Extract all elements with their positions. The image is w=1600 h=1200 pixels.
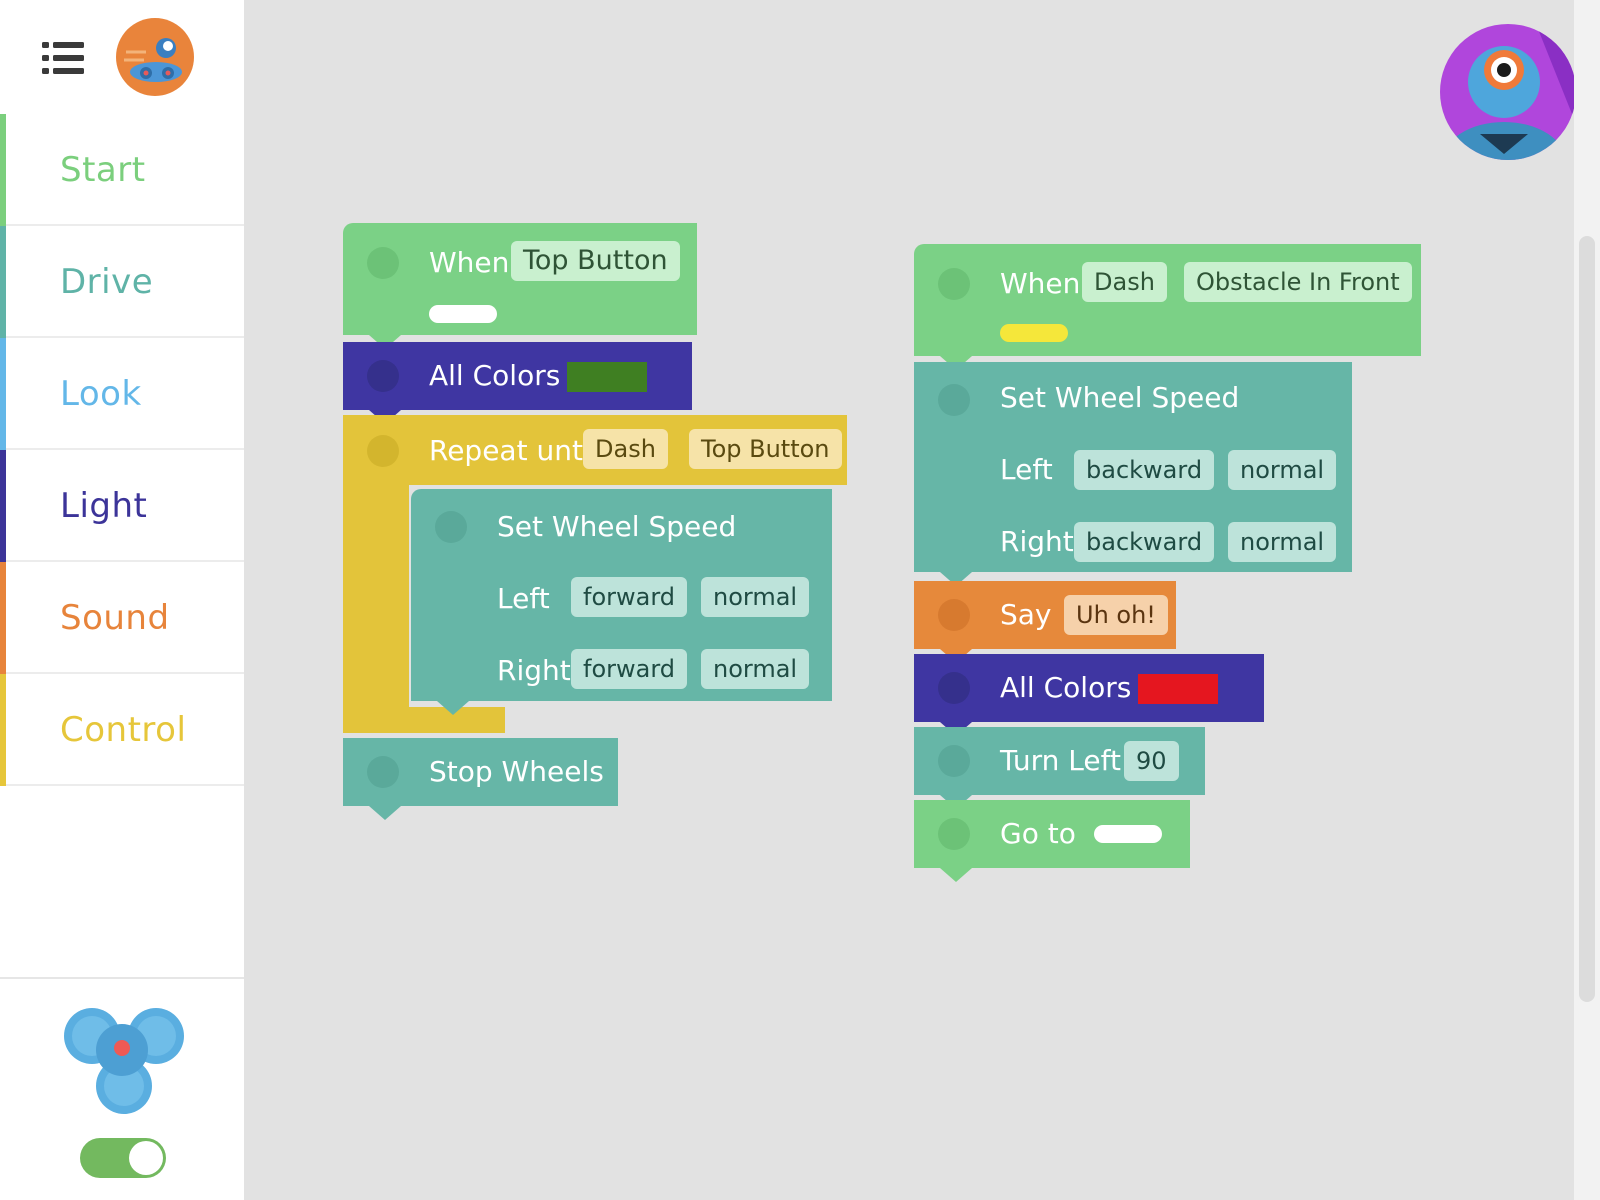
program-canvas[interactable]: When Top Button All Colors Repeat until … (244, 0, 1574, 1200)
robot-top-view-icon[interactable] (62, 1002, 186, 1116)
when-block[interactable]: When Top Button (343, 223, 697, 349)
right-direction-pill[interactable]: forward (571, 649, 688, 689)
block-handle (938, 599, 970, 631)
connection-toggle[interactable] (80, 1138, 166, 1178)
category-color-bar (0, 674, 6, 786)
right-speed-pill[interactable]: normal (1228, 522, 1337, 562)
block-connector (369, 806, 401, 820)
right-speed-pill[interactable]: normal (701, 649, 810, 689)
color-swatch[interactable] (567, 362, 647, 392)
all-colors-block[interactable]: All Colors (914, 654, 1264, 736)
condition-pill[interactable]: Top Button (689, 429, 842, 469)
block-label: When (429, 246, 510, 279)
block-label: All Colors (429, 359, 561, 392)
category-sound[interactable]: Sound (0, 562, 244, 674)
target-indicator[interactable] (1094, 825, 1162, 843)
block-label: Set Wheel Speed (497, 510, 737, 543)
subject-pill[interactable]: Dash (583, 429, 668, 469)
block-handle (938, 268, 970, 300)
category-label: Drive (60, 262, 154, 302)
category-label: Sound (60, 598, 170, 638)
all-colors-block[interactable]: All Colors (343, 342, 692, 424)
block-label: Turn Left (1000, 744, 1121, 777)
sidebar-divider (0, 977, 244, 979)
stop-wheels-block[interactable]: Stop Wheels (343, 738, 618, 820)
block-handle (938, 818, 970, 850)
left-speed-pill[interactable]: normal (701, 577, 810, 617)
block-label: When (1000, 267, 1081, 300)
right-label: Right (497, 654, 571, 687)
left-speed-pill[interactable]: normal (1228, 450, 1337, 490)
block-label: All Colors (1000, 671, 1132, 704)
trigger-pill[interactable]: Obstacle In Front (1184, 262, 1412, 302)
color-indicator (1000, 324, 1068, 342)
phrase-pill[interactable]: Uh oh! (1064, 595, 1168, 635)
category-label: Start (60, 150, 146, 190)
color-indicator (429, 305, 497, 323)
block-handle (938, 745, 970, 777)
color-swatch[interactable] (1138, 674, 1218, 704)
left-label: Left (1000, 453, 1053, 486)
dash-robot-avatar-icon[interactable] (1440, 24, 1576, 160)
block-handle (435, 511, 467, 543)
category-label: Look (60, 374, 142, 414)
block-connector (437, 701, 469, 715)
left-direction-pill[interactable]: backward (1074, 450, 1215, 490)
block-label: Go to (1000, 817, 1076, 850)
category-control[interactable]: Control (0, 674, 244, 786)
right-direction-pill[interactable]: backward (1074, 522, 1215, 562)
repeat-left-arm (343, 485, 409, 707)
when-block[interactable]: When Dash Obstacle In Front (914, 244, 1421, 370)
block-handle (938, 384, 970, 416)
category-label: Light (60, 486, 148, 526)
category-color-bar (0, 114, 6, 226)
category-label: Control (60, 710, 187, 750)
toggle-knob (129, 1141, 163, 1175)
block-connector (940, 868, 972, 882)
left-label: Left (497, 582, 550, 615)
block-label: Say (1000, 598, 1052, 631)
block-handle (367, 756, 399, 788)
left-direction-pill[interactable]: forward (571, 577, 688, 617)
category-list: Start Drive Look Light Sound Control (0, 114, 244, 786)
go-to-block[interactable]: Go to (914, 800, 1190, 882)
block-handle (938, 672, 970, 704)
category-light[interactable]: Light (0, 450, 244, 562)
category-look[interactable]: Look (0, 338, 244, 450)
category-color-bar (0, 562, 6, 674)
set-wheel-speed-block[interactable]: Set Wheel Speed Left backward normal Rig… (914, 362, 1352, 586)
right-label: Right (1000, 525, 1074, 558)
subject-pill[interactable]: Dash (1082, 262, 1167, 302)
repeat-bottom-arm (343, 707, 505, 733)
block-label: Stop Wheels (429, 755, 604, 788)
category-color-bar (0, 338, 6, 450)
canvas-scrollbar[interactable] (1579, 236, 1595, 1002)
block-handle (367, 247, 399, 279)
turn-left-block[interactable]: Turn Left 90 (914, 727, 1205, 809)
category-color-bar (0, 450, 6, 562)
block-handle (367, 360, 399, 392)
category-start[interactable]: Start (0, 114, 244, 226)
sidebar: Start Drive Look Light Sound Control (0, 0, 244, 1200)
set-wheel-speed-block[interactable]: Set Wheel Speed Left forward normal Righ… (411, 489, 832, 715)
dash-logo-icon[interactable] (116, 18, 194, 96)
repeat-until-block[interactable]: Repeat until Dash Top Button (343, 415, 847, 485)
say-block[interactable]: Say Uh oh! (914, 581, 1176, 663)
list-icon[interactable] (42, 40, 84, 76)
trigger-pill[interactable]: Top Button (511, 241, 680, 281)
block-label: Repeat until (429, 434, 599, 467)
category-drive[interactable]: Drive (0, 226, 244, 338)
category-color-bar (0, 226, 6, 338)
block-handle (367, 435, 399, 467)
sidebar-header (0, 0, 244, 114)
degrees-pill[interactable]: 90 (1124, 741, 1179, 781)
block-label: Set Wheel Speed (1000, 381, 1240, 414)
